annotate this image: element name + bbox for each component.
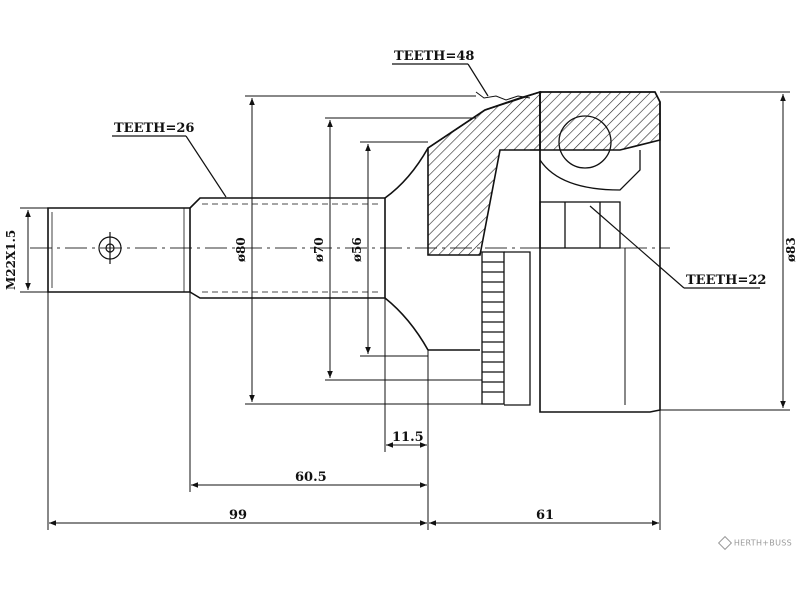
brand-logo-icon — [717, 535, 732, 551]
length-11-5-label: 11.5 — [392, 430, 424, 445]
teeth-26-label: TEETH=26 — [114, 121, 194, 136]
splined-shaft — [189, 197, 386, 299]
callout-leaders — [112, 63, 760, 289]
thread-hole-symbol — [98, 232, 122, 264]
length-dimension-lines — [47, 292, 661, 530]
diameter-83-label: ø83 — [784, 237, 798, 262]
length-60-5-label: 60.5 — [295, 470, 327, 485]
thread-size-label: M22X1.5 — [4, 230, 18, 290]
threaded-stub — [47, 207, 191, 293]
brand-watermark: HERTH+BUSS — [717, 535, 792, 551]
diameter-dimension-arrows — [20, 94, 786, 408]
abs-tone-ring — [475, 91, 531, 406]
length-99-label: 99 — [229, 508, 247, 523]
diameter-extension-lines — [245, 91, 790, 411]
inner-race — [530, 115, 641, 249]
diameter-80-label: ø80 — [234, 237, 248, 262]
brand-text: HERTH+BUSS — [733, 538, 792, 548]
diameter-70-label: ø70 — [312, 237, 326, 262]
teeth-22-label: TEETH=22 — [686, 273, 766, 288]
teeth-48-label: TEETH=48 — [394, 49, 474, 64]
length-61-label: 61 — [536, 508, 554, 523]
diameter-56-label: ø56 — [350, 237, 364, 262]
